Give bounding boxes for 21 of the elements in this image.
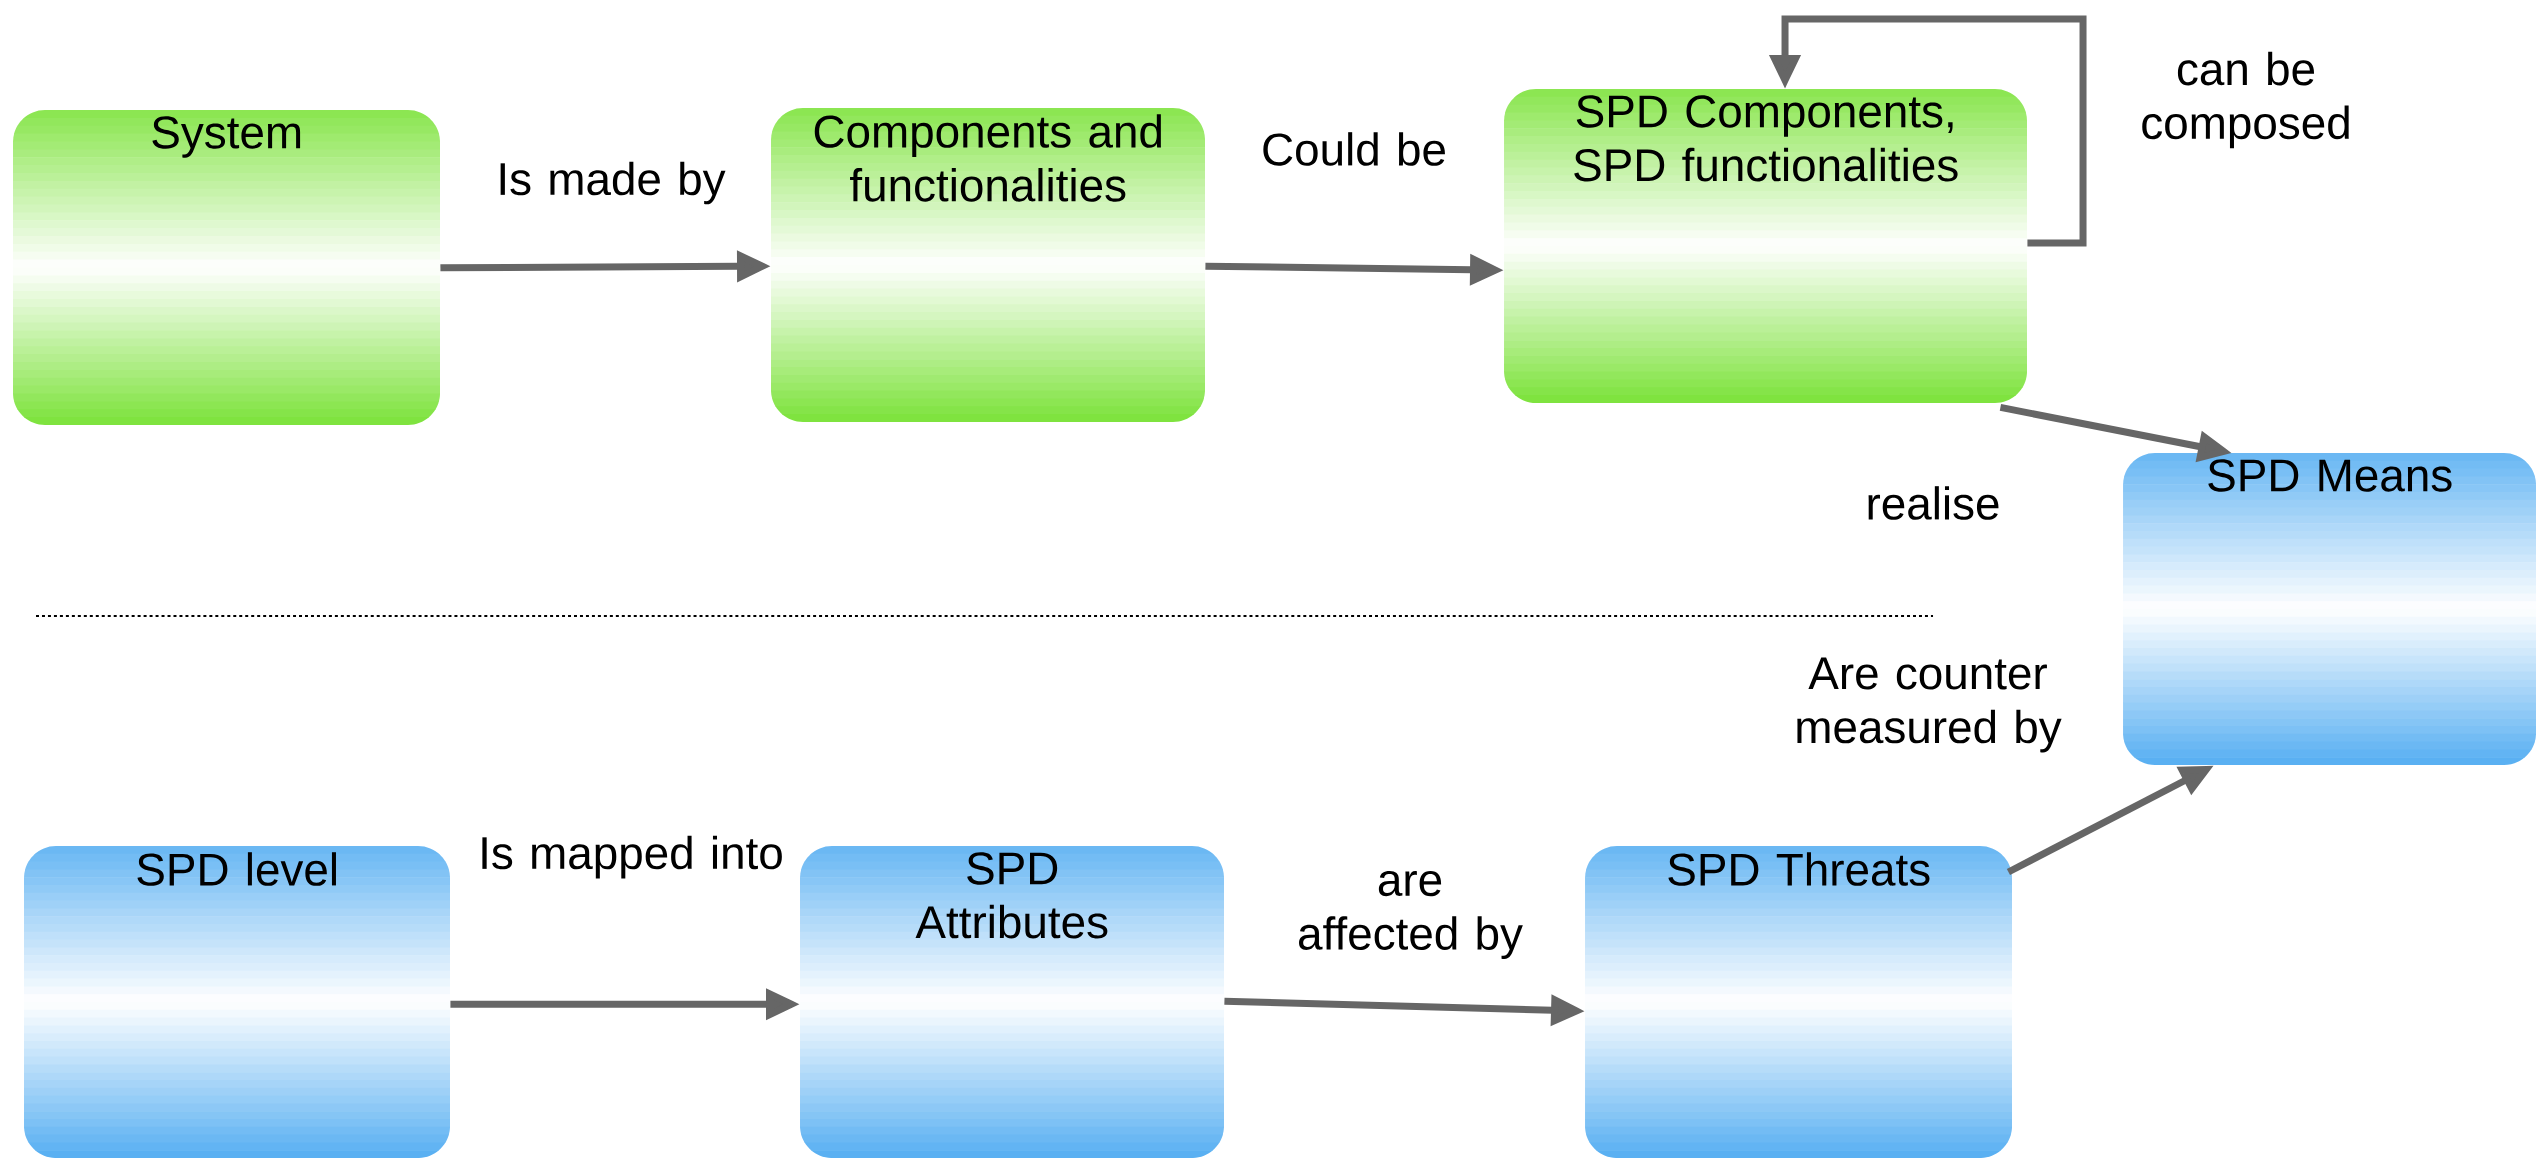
node-label: SPD level [137, 852, 336, 886]
node-label: Components and functionalities [814, 114, 1161, 202]
edge-label: Are counter measured by [1797, 657, 2062, 753]
node-label: System [152, 116, 301, 158]
node-label: SPD Components, SPD functionalities [1574, 95, 1958, 182]
process-box: System [13, 110, 440, 425]
process-box: SPD Means [2123, 453, 2536, 765]
edge-label: Is mapped into [482, 835, 782, 879]
node-label: SPD Means [2208, 459, 2452, 492]
edge-label: realise [1868, 486, 1999, 520]
node-label: SPD Attributes [915, 852, 1108, 939]
process-box: SPD Threats [1585, 846, 2013, 1158]
process-box: Components and functionalities [771, 108, 1205, 422]
process-box: SPD level [24, 846, 450, 1158]
edge-label: are affected by [1299, 871, 1523, 959]
edge-label: Is made by [500, 161, 726, 205]
edge-label: can be composed [2142, 51, 2349, 149]
node-label: SPD Threats [1668, 852, 1930, 886]
edge-label: Could be [1263, 132, 1445, 166]
process-box: SPD Components, SPD functionalities [1504, 89, 2028, 403]
process-box: SPD Attributes [800, 846, 1224, 1158]
